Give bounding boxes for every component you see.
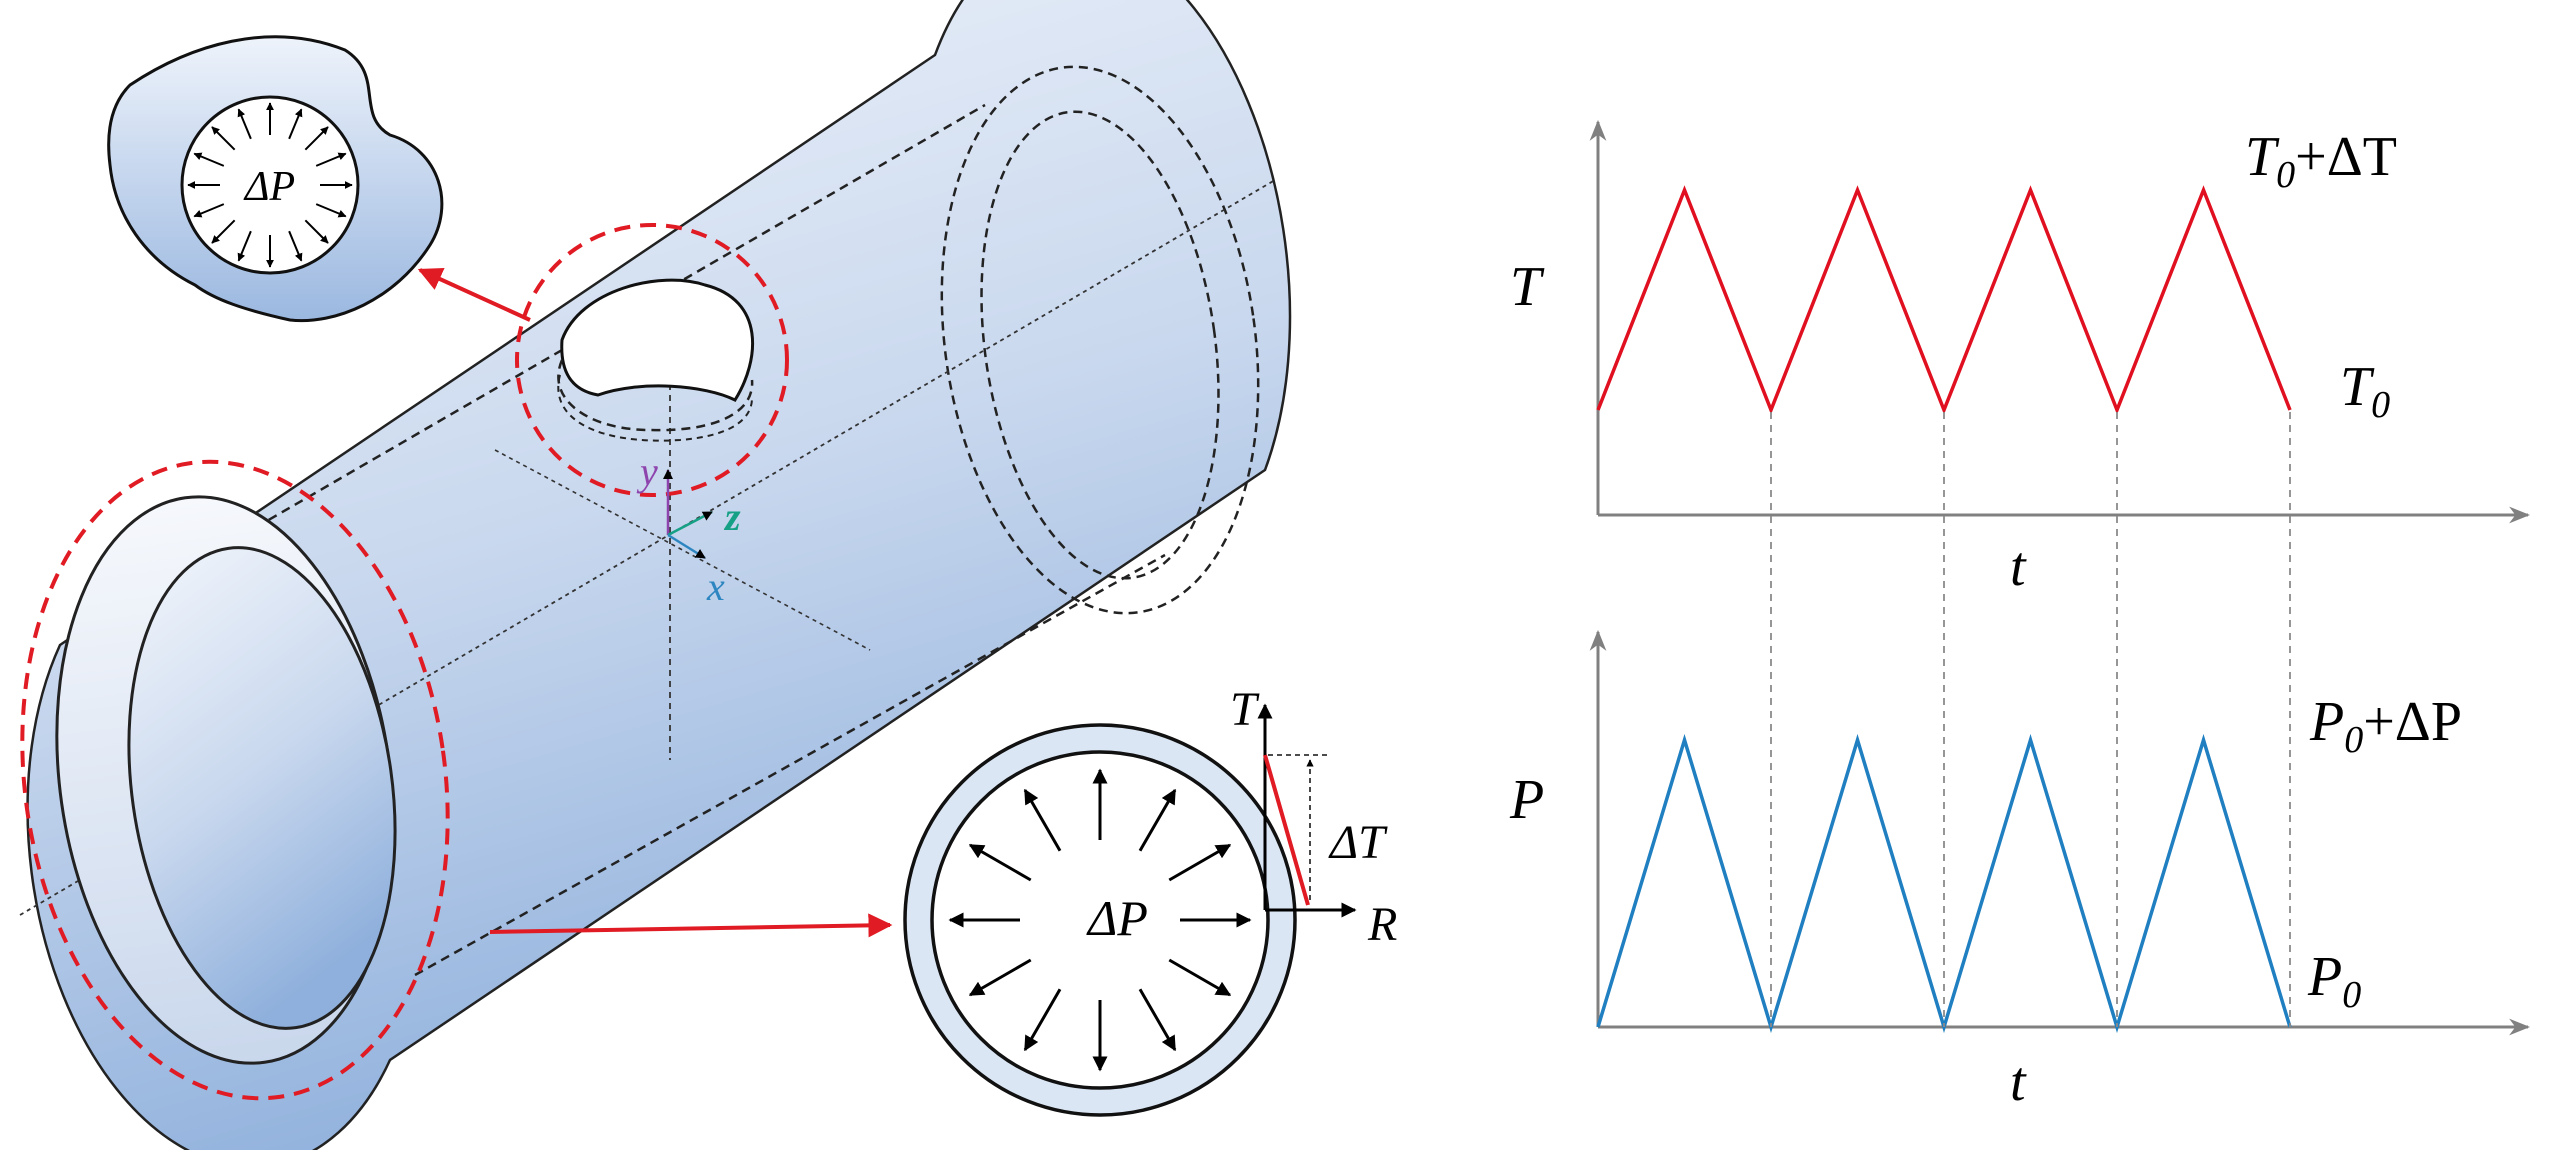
- pressure-arrow: [193, 152, 225, 167]
- end-highlight: [20, 459, 450, 1101]
- pressure-arrow: [288, 108, 303, 140]
- pipe-hidden-edge-bottom: [414, 553, 1166, 977]
- pressure-arrow: [1168, 843, 1232, 882]
- section-pressure-arrows: [948, 768, 1252, 1072]
- pressure-arrow: [315, 152, 347, 167]
- section-temperature-label: T: [1230, 683, 1260, 736]
- section-radial-label: R: [1367, 898, 1397, 951]
- hole-inset-pressure-arrows: [187, 102, 353, 268]
- pressure-arrow: [193, 203, 225, 218]
- temperature-plot-x-label: t: [2010, 536, 2027, 598]
- pressure-min-label: P0: [2307, 946, 2361, 1016]
- pressure-max-label: P0+ΔP: [2309, 691, 2462, 761]
- pressure-plot-y-label: P: [1509, 769, 1544, 831]
- pipe-hole: [560, 278, 755, 402]
- hole-callout-arrow: [417, 268, 531, 322]
- section-gradient-line: [1263, 754, 1310, 906]
- temperature-wave: [1596, 185, 2292, 415]
- pressure-arrow: [1023, 988, 1062, 1052]
- x-axis-arrow: [667, 533, 706, 560]
- coord-guide-horizontal: [494, 449, 871, 651]
- pressure-arrow: [968, 958, 1032, 997]
- temperature-min-label: T0: [2340, 356, 2390, 426]
- section-gradient-label: ΔT: [1328, 816, 1388, 869]
- z-axis-label: z: [723, 494, 741, 539]
- coordinate-triad: y z x: [636, 449, 741, 609]
- section-inset: ΔP T R ΔT: [489, 683, 1397, 1117]
- hole-highlight: [515, 223, 789, 497]
- pipe-drawing: y z x: [19, 0, 1292, 1150]
- pipe-near-inner-rim: [127, 546, 397, 1030]
- temperature-plot: T t T0+ΔT T0: [1510, 119, 2531, 598]
- pressure-arrow: [237, 230, 252, 262]
- pressure-arrow: [288, 230, 303, 262]
- section-callout-arrow: [489, 913, 893, 938]
- pressure-arrow: [1138, 788, 1177, 852]
- pressure-arrow: [1138, 988, 1177, 1052]
- pressure-arrow: [1023, 788, 1062, 852]
- temperature-plot-y-label: T: [1510, 256, 1545, 318]
- temperature-max-label: T0+ΔT: [2245, 126, 2397, 196]
- pressure-arrow: [968, 843, 1032, 882]
- pipe-far-inner-rim: [980, 110, 1220, 580]
- pressure-plot-x-label: t: [2010, 1051, 2027, 1113]
- pressure-arrow: [304, 126, 329, 151]
- x-axis-label: x: [706, 564, 725, 609]
- pressure-arrow: [304, 219, 329, 244]
- section-inner-bore: [930, 750, 1270, 1090]
- pressure-arrow: [211, 126, 236, 151]
- section-pressure-label: ΔP: [1086, 890, 1148, 946]
- z-axis-arrow: [667, 510, 713, 537]
- hole-inset: ΔP: [107, 35, 531, 323]
- y-axis-label: y: [636, 449, 658, 494]
- pressure-plot: P t P0+ΔP P0: [1509, 629, 2531, 1113]
- pipe-hole-depth: [557, 359, 754, 432]
- pressure-arrow: [1168, 958, 1232, 997]
- pressure-arrow: [237, 108, 252, 140]
- pressure-arrow: [315, 203, 347, 218]
- cycle-sync-lines: [1770, 412, 2291, 1027]
- pipe-far-outer-rim: [940, 65, 1260, 615]
- hole-inset-pressure-label: ΔP: [243, 164, 295, 210]
- pressure-arrow: [211, 219, 236, 244]
